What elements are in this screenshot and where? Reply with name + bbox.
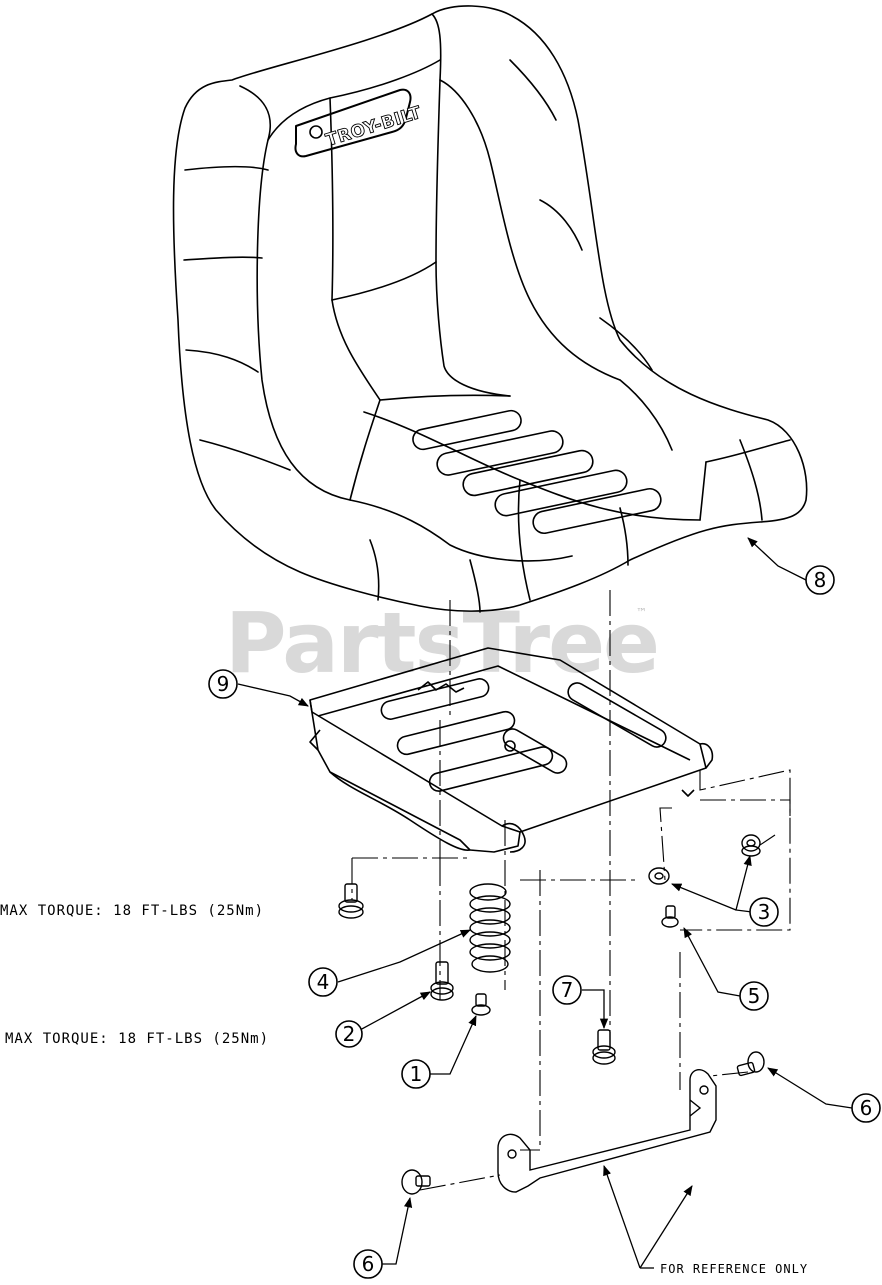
callout-9[interactable]: 9 <box>208 669 238 699</box>
bolt-6-right <box>736 1051 765 1077</box>
callout-6a[interactable]: 6 <box>851 1093 881 1123</box>
svg-text:7: 7 <box>561 978 574 1002</box>
callout-2[interactable]: 2 <box>335 1020 363 1048</box>
svg-text:3: 3 <box>758 900 771 924</box>
callout-7[interactable]: 7 <box>552 975 582 1005</box>
svg-text:1: 1 <box>410 1062 423 1086</box>
reference-note: FOR REFERENCE ONLY <box>660 1262 808 1276</box>
callout-5[interactable]: 5 <box>739 981 769 1011</box>
torque-note-upper: MAX TORQUE: 18 FT-LBS (25Nm) <box>0 903 264 919</box>
centerlines <box>351 590 791 1191</box>
spring <box>469 883 511 973</box>
callout-3[interactable]: 3 <box>749 897 779 927</box>
bolt-6-left <box>401 1169 431 1195</box>
svg-text:6: 6 <box>362 1252 375 1276</box>
seat-drawing <box>172 5 808 613</box>
bolt-1 <box>471 993 491 1016</box>
svg-text:4: 4 <box>317 970 330 994</box>
svg-text:™: ™ <box>636 606 647 619</box>
torque-note-lower: MAX TORQUE: 18 FT-LBS (25Nm) <box>5 1031 269 1047</box>
bolt-5 <box>661 905 679 928</box>
seat-logo: TROY-BILT <box>324 103 424 151</box>
svg-text:6: 6 <box>860 1096 873 1120</box>
svg-text:8: 8 <box>814 568 827 592</box>
bolt-7 <box>592 1029 616 1065</box>
callout-8[interactable]: 8 <box>805 565 835 595</box>
svg-text:9: 9 <box>217 672 230 696</box>
bolt-2 <box>430 961 454 1001</box>
callout-1[interactable]: 1 <box>401 1059 431 1089</box>
callout-6b[interactable]: 6 <box>353 1249 383 1279</box>
svg-text:2: 2 <box>343 1022 356 1046</box>
washer-3a <box>648 867 670 885</box>
bolt-upper-left <box>338 883 364 919</box>
hardware-drawing <box>338 834 765 1195</box>
callout-4[interactable]: 4 <box>308 967 338 997</box>
nut-3b <box>741 834 761 857</box>
svg-text:5: 5 <box>748 984 761 1008</box>
seat-pan-drawing <box>309 647 714 853</box>
support-bracket <box>497 1069 717 1193</box>
